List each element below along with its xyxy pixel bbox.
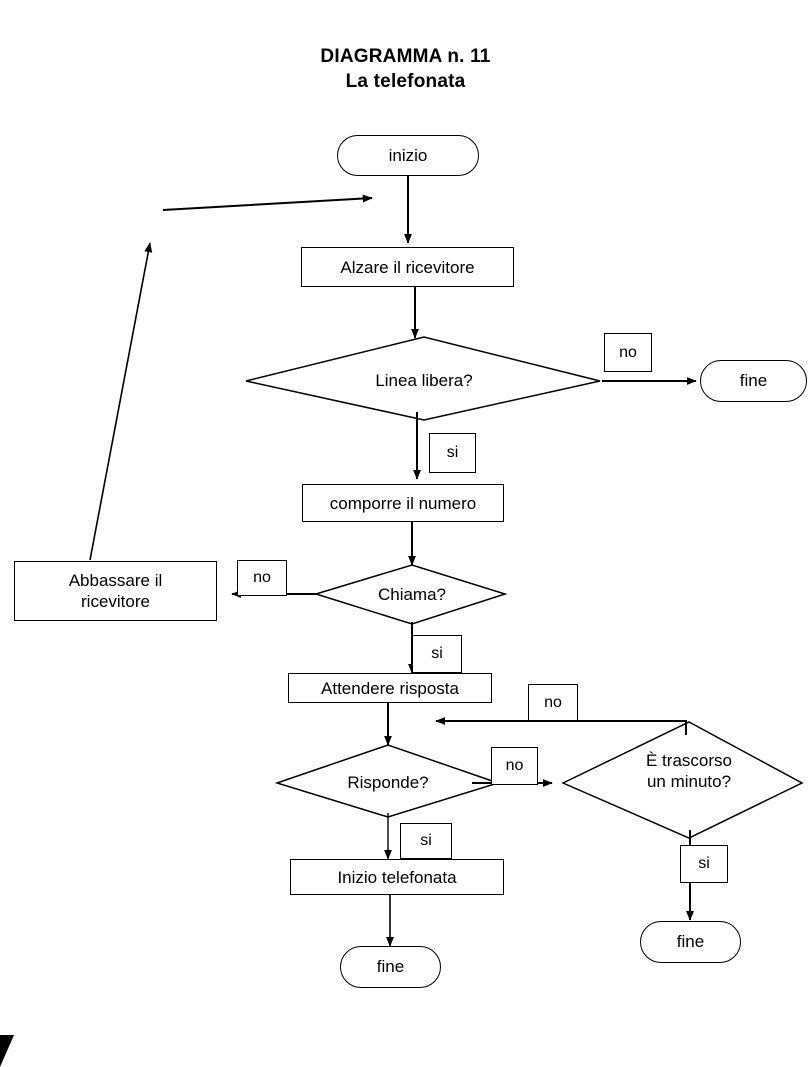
edge-hangup-riser [89,242,153,561]
node-end-call-started-label: fine [376,957,405,976]
node-end-line-busy[interactable]: fine [700,360,807,402]
node-start-label: inizio [388,145,428,165]
node-dial-number[interactable]: comporre il numero [302,484,504,522]
edge-label-answers-no-text: no [505,757,524,774]
node-wait-answer[interactable]: Attendere risposta [288,673,492,703]
page-title: DIAGRAMMA n. 11 La telefonata [0,44,811,94]
edge-label-ringing-no-text: no [253,569,271,586]
node-line-free-label: Linea libera? [375,370,473,390]
node-hang-up-line-2: ricevitore [81,592,150,611]
title-line-2: La telefonata [345,71,466,92]
edge-hangup-to-start [162,194,373,211]
node-dial-number-label: comporre il numero [329,493,477,513]
edge-label-ringing-yes-text: si [431,645,443,662]
scan-artifact-corner [0,1035,14,1067]
edge-label-answers-yes-text: si [420,832,432,849]
node-call-started[interactable]: Inizio telefonata [290,859,504,895]
node-ringing[interactable]: Chiama? [322,578,502,610]
edge-minute-no-to-wait [435,717,687,735]
node-end-call-started[interactable]: fine [340,946,441,988]
edge-label-line-free-no: no [604,333,652,372]
node-end-line-busy-label: fine [739,371,768,390]
node-one-minute-line-2: un minuto? [646,772,732,791]
edge-label-line-free-yes: si [429,433,476,473]
edge-label-answers-yes: si [400,823,452,859]
node-answers[interactable]: Risponde? [298,765,478,799]
edge-label-one-minute-no: no [528,684,578,721]
node-lift-receiver[interactable]: Alzare il ricevitore [301,247,514,287]
node-end-timeout[interactable]: fine [640,921,741,963]
edge-label-one-minute-yes-text: si [698,855,710,872]
node-one-minute-line-1: È trascorso [646,751,732,770]
title-line-1: DIAGRAMMA n. 11 [320,46,491,67]
node-ringing-label: Chiama? [377,584,447,604]
edge-label-ringing-no: no [237,560,287,596]
node-wait-answer-label: Attendere risposta [321,678,459,698]
edge-label-line-free-yes-text: si [446,444,459,461]
node-lift-receiver-label: Alzare il ricevitore [340,257,475,277]
node-call-started-label: Inizio telefonata [337,867,457,887]
edge-label-line-free-no-text: no [619,343,637,361]
node-end-timeout-label: fine [676,932,705,951]
edge-label-one-minute-yes: si [680,845,728,883]
edge-label-one-minute-no-text: no [544,693,562,711]
node-start[interactable]: inizio [337,135,479,176]
node-hang-up-line-1: Abbassare il [68,571,163,590]
node-one-minute[interactable]: È trascorso un minuto? [589,747,789,795]
node-hang-up[interactable]: Abbassare il ricevitore [14,561,217,621]
edge-label-ringing-yes: si [412,635,462,673]
node-line-free[interactable]: Linea libera? [324,362,524,398]
node-answers-label: Risponde? [347,772,429,792]
edge-label-answers-no: no [491,747,538,785]
